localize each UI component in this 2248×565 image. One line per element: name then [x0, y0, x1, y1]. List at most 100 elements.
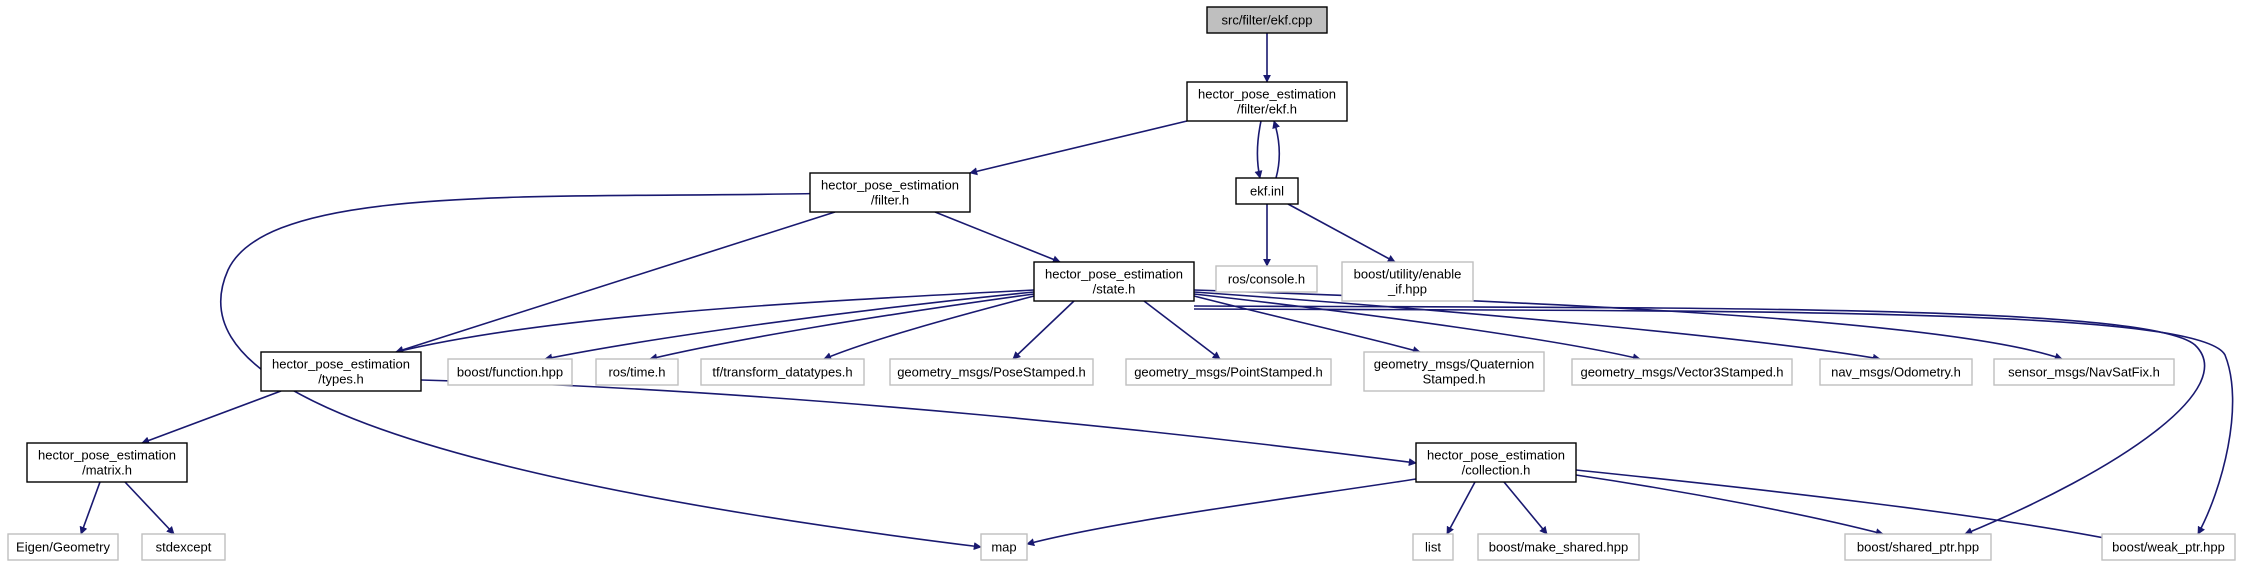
node-label-filter-h-line-2: /filter.h	[871, 193, 909, 208]
node-label-enable-if-line-2: _if.hpp	[1387, 282, 1427, 297]
node-label-tf-datatypes: tf/transform_datatypes.h	[712, 365, 852, 380]
node-state-h[interactable]: hector_pose_estimation/state.h	[1033, 261, 1195, 302]
node-filter-h[interactable]: hector_pose_estimation/filter.h	[809, 172, 971, 213]
node-box-quat-stamped	[1363, 351, 1545, 392]
edge-state-h-to-quat-stamped	[1193, 295, 1421, 354]
edge-matrix-h-to-stdexcept	[124, 481, 175, 535]
node-box-odometry	[1819, 358, 1973, 386]
edge-collection-h-to-make-shared	[1503, 481, 1548, 535]
node-label-matrix-h-line-1: hector_pose_estimation	[38, 448, 176, 463]
node-types-h[interactable]: hector_pose_estimation/types.h	[260, 351, 422, 392]
node-box-map	[980, 533, 1028, 561]
edge-filter-h-to-types-h	[395, 211, 836, 354]
node-box-ekf-inl	[1235, 177, 1299, 205]
node-label-collection-h-line-1: hector_pose_estimation	[1427, 448, 1565, 463]
node-label-matrix-h-line-2: /matrix.h	[82, 463, 132, 478]
node-ekf-h[interactable]: hector_pose_estimation/filter/ekf.h	[1186, 81, 1348, 122]
node-box-make-shared	[1477, 533, 1640, 561]
node-weak-ptr: boost/weak_ptr.hpp	[2101, 533, 2236, 561]
node-label-collection-h-line-2: /collection.h	[1462, 463, 1531, 478]
edge-ekf-h-to-filter-h	[969, 120, 1188, 176]
node-odometry: nav_msgs/Odometry.h	[1819, 358, 1973, 386]
node-tf-datatypes: tf/transform_datatypes.h	[700, 358, 865, 386]
node-label-types-h-line-1: hector_pose_estimation	[272, 357, 410, 372]
node-label-types-h-line-2: /types.h	[318, 372, 364, 387]
node-label-ros-time: ros/time.h	[608, 365, 665, 380]
node-box-vector3-stamped	[1571, 358, 1793, 386]
node-box-collection-h	[1415, 442, 1577, 483]
edge-state-h-to-ros-time	[649, 293, 1035, 362]
edge-state-h-to-tf-datatypes	[823, 295, 1035, 360]
edge-ekf-inl-to-ekf-h	[1272, 120, 1280, 179]
edges-layer	[79, 33, 2234, 551]
node-label-state-h-line-1: hector_pose_estimation	[1045, 267, 1183, 282]
node-point-stamped: geometry_msgs/PointStamped.h	[1125, 358, 1332, 386]
edge-collection-h-to-weak-ptr	[1575, 469, 2121, 544]
edge-state-h-to-pose-stamped	[1012, 300, 1075, 360]
edge-matrix-h-to-eigen-geometry	[79, 481, 101, 535]
node-label-ekf-cpp: src/filter/ekf.cpp	[1221, 13, 1312, 28]
edge-state-h-to-vector3-stamped	[1193, 293, 1641, 362]
node-box-boost-function	[447, 358, 573, 386]
node-enable-if: boost/utility/enable_if.hpp	[1341, 261, 1474, 302]
node-box-types-h	[260, 351, 422, 392]
node-box-eigen-geometry	[7, 533, 119, 561]
node-label-stdexcept: stdexcept	[156, 540, 212, 555]
node-box-state-h	[1033, 261, 1195, 302]
node-stdexcept: stdexcept	[141, 533, 226, 561]
node-label-ros-console: ros/console.h	[1228, 272, 1305, 287]
node-box-matrix-h	[26, 442, 188, 483]
node-label-point-stamped: geometry_msgs/PointStamped.h	[1134, 365, 1323, 380]
node-label-navsatfix: sensor_msgs/NavSatFix.h	[2008, 365, 2160, 380]
node-label-make-shared: boost/make_shared.hpp	[1489, 540, 1628, 555]
node-boost-function: boost/function.hpp	[447, 358, 573, 386]
node-matrix-h[interactable]: hector_pose_estimation/matrix.h	[26, 442, 188, 483]
node-pose-stamped: geometry_msgs/PoseStamped.h	[889, 358, 1094, 386]
node-label-quat-stamped-line-1: geometry_msgs/Quaternion	[1374, 357, 1534, 372]
node-navsatfix: sensor_msgs/NavSatFix.h	[1993, 358, 2175, 386]
node-ros-console: ros/console.h	[1215, 265, 1318, 293]
node-ekf-inl[interactable]: ekf.inl	[1235, 177, 1299, 205]
node-label-state-h-line-2: /state.h	[1093, 282, 1136, 297]
node-box-enable-if	[1341, 261, 1474, 302]
node-box-list	[1412, 533, 1454, 561]
edge-filter-h-to-map	[219, 192, 982, 551]
node-label-shared-ptr: boost/shared_ptr.hpp	[1857, 540, 1979, 555]
node-ekf-cpp[interactable]: src/filter/ekf.cpp	[1206, 6, 1328, 34]
node-label-ekf-h-line-1: hector_pose_estimation	[1198, 87, 1336, 102]
node-label-map: map	[991, 540, 1016, 555]
node-label-eigen-geometry: Eigen/Geometry	[16, 540, 110, 555]
edge-ekf-h-to-ekf-inl	[1254, 120, 1263, 179]
node-make-shared: boost/make_shared.hpp	[1477, 533, 1640, 561]
node-box-stdexcept	[141, 533, 226, 561]
edge-filter-h-to-state-h	[934, 211, 1061, 264]
edge-state-h-to-point-stamped	[1143, 300, 1221, 360]
edge-types-h-to-matrix-h	[141, 390, 282, 445]
node-box-tf-datatypes	[700, 358, 865, 386]
node-box-pose-stamped	[889, 358, 1094, 386]
edge-state-h-to-odometry	[1193, 291, 1881, 362]
edge-collection-h-to-list	[1446, 481, 1476, 535]
node-list: list	[1412, 533, 1454, 561]
node-label-weak-ptr: boost/weak_ptr.hpp	[2112, 540, 2225, 555]
node-label-filter-h-line-1: hector_pose_estimation	[821, 178, 959, 193]
node-label-list: list	[1425, 540, 1441, 555]
node-box-point-stamped	[1125, 358, 1332, 386]
edge-collection-h-to-shared-ptr	[1575, 474, 1884, 537]
node-shared-ptr: boost/shared_ptr.hpp	[1844, 533, 1992, 561]
nodes-layer: src/filter/ekf.cpp hector_pose_estimation…	[7, 6, 2236, 561]
node-box-weak-ptr	[2101, 533, 2236, 561]
node-label-boost-function: boost/function.hpp	[457, 365, 563, 380]
node-box-ros-time	[595, 358, 679, 386]
edge-state-h-to-types-h	[395, 289, 1035, 355]
edge-state-h-to-weak-ptr	[1193, 308, 2234, 535]
node-box-ekf-cpp	[1206, 6, 1328, 34]
node-box-ros-console	[1215, 265, 1318, 293]
edge-collection-h-to-map	[1026, 478, 1417, 547]
edge-state-h-to-boost-function	[544, 291, 1035, 362]
node-label-quat-stamped-line-2: Stamped.h	[1423, 372, 1486, 387]
node-label-vector3-stamped: geometry_msgs/Vector3Stamped.h	[1580, 365, 1783, 380]
node-collection-h[interactable]: hector_pose_estimation/collection.h	[1415, 442, 1577, 483]
